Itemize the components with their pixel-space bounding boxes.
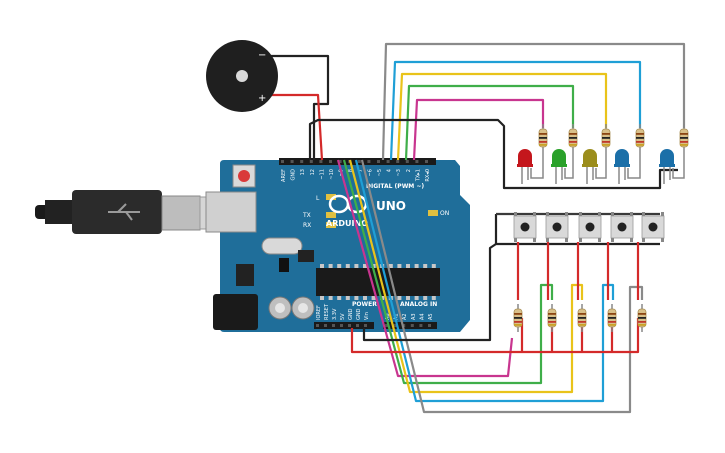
analog-header-label: ANALOG IN	[400, 301, 437, 308]
wire-buzzer-red	[266, 93, 324, 161]
piezo-buzzer[interactable]: − +	[206, 40, 278, 112]
push-button-4[interactable]	[641, 212, 665, 242]
wire-gnd-buttons	[362, 242, 660, 342]
analog-pin-label-1: A1	[394, 313, 400, 320]
digital-pin-label-15: RX◂0	[425, 169, 431, 182]
power-header[interactable]	[314, 322, 374, 329]
wire-gray-analog	[360, 159, 644, 414]
analog-pin-label-0: A0	[385, 313, 391, 320]
buzzer-plus-label: +	[258, 93, 266, 104]
led-red[interactable]	[517, 149, 533, 184]
analog-pin-label-3: A3	[411, 313, 417, 320]
digital-pin-label-9: ~6	[367, 169, 373, 176]
digital-pin-label-2: 13	[300, 169, 306, 175]
power-pin-label-4: GND	[348, 308, 354, 320]
wire-cyan-analog	[354, 159, 615, 403]
digital-pin-label-0: AREF	[281, 169, 287, 182]
wire-green-analog	[342, 159, 554, 385]
wire-gray-top	[381, 42, 686, 161]
wire-5v-buttons	[350, 318, 640, 354]
pulldown-resistor-2[interactable]	[577, 304, 587, 332]
digital-pin-label-4: ~11	[319, 169, 325, 180]
buzzer-minus-label: −	[258, 50, 266, 61]
arduino-board[interactable]: L TX RX ON ARDUINO UNO DIGITAL (PWM ~) P…	[205, 158, 470, 332]
analog-header[interactable]	[383, 322, 437, 329]
led-resistor-2[interactable]	[601, 124, 611, 152]
digital-pin-label-14: TX▸1	[415, 169, 421, 182]
led-resistor-4[interactable]	[679, 124, 689, 152]
pulldown-resistor-4[interactable]	[637, 304, 647, 332]
analog-pin-label-2: A2	[402, 313, 408, 320]
wire-magenta-analog	[336, 159, 514, 378]
led-blue-2[interactable]	[659, 149, 675, 184]
power-pin-label-0: IOREF	[316, 305, 322, 320]
microcontroller-chip	[316, 268, 440, 296]
wire-yellow-analog	[348, 159, 584, 394]
power-pin-label-2: 3.3V	[332, 308, 338, 320]
power-pin-label-3: 5V	[340, 313, 346, 320]
pulldown-resistor-0[interactable]	[513, 304, 523, 332]
digital-pin-label-3: 12	[310, 169, 316, 175]
wire-magenta-top	[412, 98, 545, 161]
led-array	[517, 124, 689, 184]
l-label: L	[316, 195, 320, 202]
digital-pin-label-8: 7	[358, 169, 364, 172]
button-array	[513, 212, 665, 332]
push-button-3[interactable]	[610, 212, 634, 242]
tx-label: TX	[302, 212, 311, 219]
digital-pin-label-10: ~5	[377, 169, 383, 176]
push-button-0[interactable]	[513, 212, 537, 242]
led-resistor-1[interactable]	[568, 124, 578, 152]
led-olive[interactable]	[582, 149, 598, 184]
model-label: UNO	[376, 199, 406, 213]
digital-pin-label-11: 4	[387, 169, 393, 172]
led-blue-1[interactable]	[614, 149, 630, 184]
digital-pin-label-13: 2	[406, 169, 412, 172]
power-header-label: POWER	[352, 301, 377, 308]
power-pin-label-1: RESET	[324, 303, 330, 320]
wire-yellow-top	[396, 72, 608, 161]
wires	[262, 42, 686, 414]
pulldown-resistor-1[interactable]	[547, 304, 557, 332]
digital-header-label: DIGITAL (PWM ~)	[366, 183, 424, 190]
wire-cyan-top	[389, 60, 642, 161]
dc-power-jack	[213, 294, 258, 330]
led-resistor-0[interactable]	[538, 124, 548, 152]
power-pin-label-5: GND	[356, 308, 362, 320]
on-label: ON	[440, 210, 449, 217]
pulldown-resistor-3[interactable]	[607, 304, 617, 332]
analog-pin-label-4: A4	[419, 313, 425, 320]
usb-icon	[108, 203, 140, 221]
led-resistor-3[interactable]	[635, 124, 645, 152]
power-pin-label-6: Vin	[364, 312, 370, 320]
analog-pin-label-5: A5	[428, 313, 434, 320]
digital-pin-label-5: ~10	[329, 169, 335, 180]
rx-label: RX	[303, 222, 311, 229]
wire-gnd-top	[308, 118, 678, 190]
wire-green-top	[404, 84, 575, 161]
led-green[interactable]	[551, 149, 567, 184]
digital-pin-label-1: GND	[291, 169, 297, 181]
digital-pin-label-7: 8	[348, 169, 354, 172]
push-button-1[interactable]	[545, 212, 569, 242]
brand-label: ARDUINO	[326, 219, 368, 228]
digital-pin-label-12: ~3	[396, 169, 402, 176]
push-button-2[interactable]	[578, 212, 602, 242]
